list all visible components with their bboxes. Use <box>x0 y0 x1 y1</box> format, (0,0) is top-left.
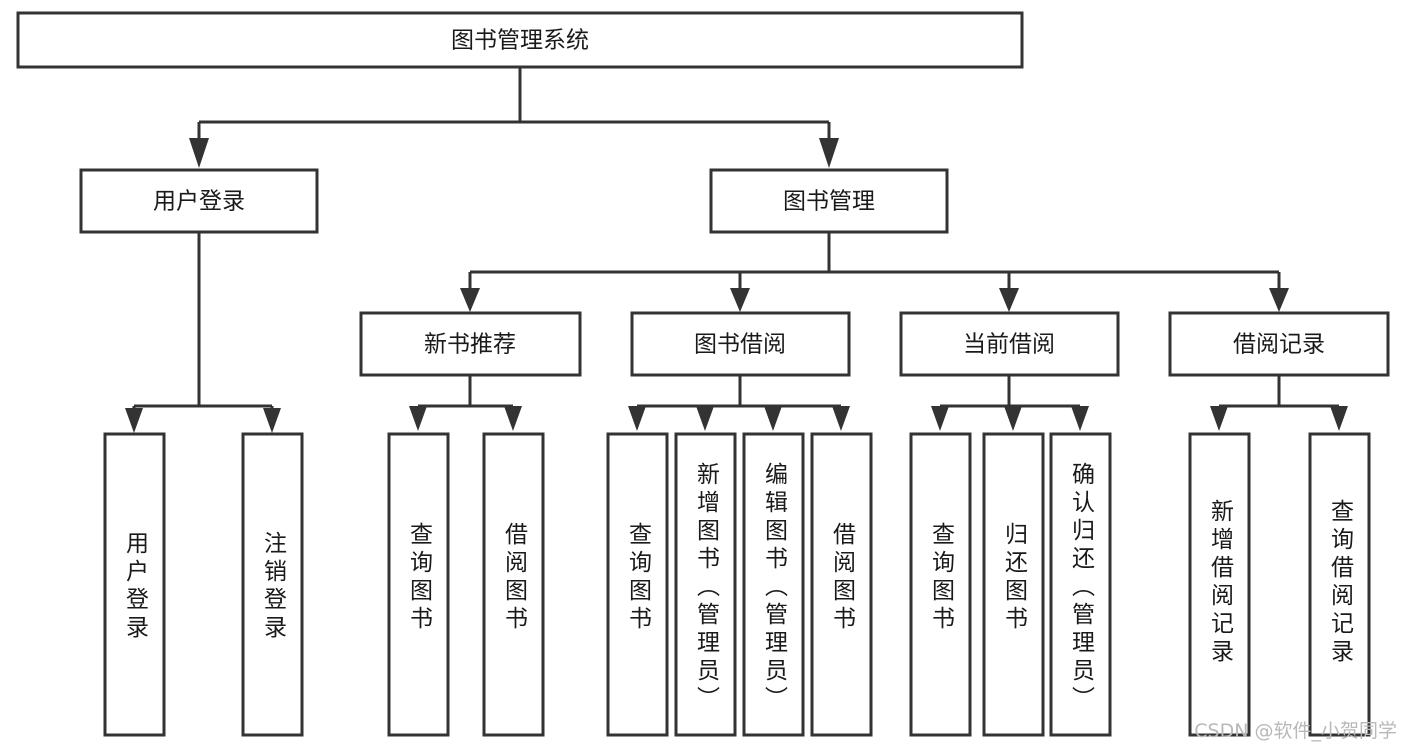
leaf-add-book-admin-label: 新增图书（管理员） <box>693 462 721 714</box>
arrow-head-leaf-add-book-admin <box>696 406 714 431</box>
leaf-confirm-return-admin[interactable]: 确认归还（管理员） <box>1049 432 1112 737</box>
leaf-add-book-admin-box[interactable] <box>674 432 737 737</box>
node-book-borrow[interactable]: 图书借阅 <box>630 311 851 377</box>
arrow-head-leaf-edit-book-admin <box>764 406 782 431</box>
arrow-head-leaf-query-borrow-record <box>1330 406 1348 431</box>
leaf-user-login[interactable]: 用户登录 <box>103 432 166 737</box>
leaf-add-borrow-record-label: 新增借阅记录 <box>1207 499 1235 667</box>
node-book-management-box[interactable] <box>709 168 949 234</box>
node-borrow-record-label: 借阅记录 <box>1233 332 1325 358</box>
leaf-borrow-book-rec-box[interactable] <box>482 432 545 737</box>
connector-group-currentborrow-to-leaves <box>931 375 1089 431</box>
leaf-confirm-return-admin-label: 确认归还（管理员） <box>1068 462 1096 714</box>
leaf-query-borrow-record-label: 查询借阅记录 <box>1327 499 1355 667</box>
connector-group-newbook-to-leaves <box>409 375 522 431</box>
arrow-head-book-management <box>819 138 839 168</box>
arrow-head-leaf-user-login <box>125 408 143 433</box>
arrow-head-leaf-add-borrow-record <box>1210 406 1228 431</box>
leaf-confirm-return-admin-box[interactable] <box>1049 432 1112 737</box>
leaf-user-logout-label: 注销登录 <box>260 531 288 643</box>
connector-group-bookborrow-to-leaves <box>628 375 850 431</box>
connector-group-level2-to-level3 <box>460 232 1289 312</box>
arrow-head-book-borrow <box>730 288 750 312</box>
connector-group-borrowrecord-to-leaves <box>1210 375 1348 431</box>
node-user-login-box[interactable] <box>79 168 319 234</box>
leaf-edit-book-admin-label: 编辑图书（管理员） <box>761 462 789 714</box>
leaf-query-book-rec-box[interactable] <box>387 432 450 737</box>
leaf-edit-book-admin-box[interactable] <box>742 432 805 737</box>
node-new-book-recommend-box[interactable] <box>359 311 582 377</box>
leaf-query-book-current[interactable]: 查询图书 <box>909 432 972 737</box>
node-book-borrow-label: 图书借阅 <box>694 332 786 358</box>
leaf-query-borrow-record[interactable]: 查询借阅记录 <box>1308 432 1371 737</box>
arrow-head-user-login <box>189 138 209 168</box>
leaf-user-logout-box[interactable] <box>241 432 304 737</box>
leaf-query-book-current-label: 查询图书 <box>928 522 956 634</box>
leaf-edit-book-admin[interactable]: 编辑图书（管理员） <box>742 432 805 737</box>
arrow-head-current-borrow <box>999 288 1019 312</box>
node-book-management[interactable]: 图书管理 <box>709 168 949 234</box>
node-book-borrow-box[interactable] <box>630 311 851 377</box>
node-current-borrow-label: 当前借阅 <box>963 332 1055 358</box>
leaf-add-borrow-record-box[interactable] <box>1188 432 1251 737</box>
arrow-head-leaf-query-book-rec <box>409 406 427 431</box>
arrow-head-leaf-return-book <box>1004 406 1022 431</box>
leaf-query-book-rec[interactable]: 查询图书 <box>387 432 450 737</box>
leaf-query-book-current-box[interactable] <box>909 432 972 737</box>
node-current-borrow[interactable]: 当前借阅 <box>899 311 1120 377</box>
node-root[interactable]: 图书管理系统 <box>16 11 1024 69</box>
connector-group-userlogin-to-leaves <box>125 232 281 433</box>
arrow-head-leaf-borrow-book-rec <box>504 406 522 431</box>
node-borrow-record-box[interactable] <box>1168 311 1390 377</box>
node-root-box[interactable] <box>16 11 1024 69</box>
leaf-user-login-box[interactable] <box>103 432 166 737</box>
leaf-query-book-borrow-box[interactable] <box>606 432 669 737</box>
leaf-add-book-admin[interactable]: 新增图书（管理员） <box>674 432 737 737</box>
arrow-head-borrow-record <box>1269 288 1289 312</box>
leaf-query-borrow-record-box[interactable] <box>1308 432 1371 737</box>
leaf-add-borrow-record[interactable]: 新增借阅记录 <box>1188 432 1251 737</box>
leaf-borrow-book-rec-label: 借阅图书 <box>501 522 529 634</box>
leaf-borrow-book-label: 借阅图书 <box>829 522 857 634</box>
connector-group-root-to-level2 <box>189 67 839 168</box>
node-user-login-label: 用户登录 <box>153 189 245 215</box>
leaf-user-logout[interactable]: 注销登录 <box>241 432 304 737</box>
leaf-return-book-label: 归还图书 <box>1001 522 1029 634</box>
leaf-query-book-borrow-label: 查询图书 <box>625 522 653 634</box>
leaf-borrow-book[interactable]: 借阅图书 <box>810 432 873 737</box>
node-root-label: 图书管理系统 <box>451 28 589 54</box>
leaf-borrow-book-rec[interactable]: 借阅图书 <box>482 432 545 737</box>
arrow-head-leaf-confirm-return-admin <box>1071 406 1089 431</box>
leaf-return-book[interactable]: 归还图书 <box>982 432 1045 737</box>
node-current-borrow-box[interactable] <box>899 311 1120 377</box>
arrow-head-leaf-user-logout <box>263 408 281 433</box>
leaf-query-book-borrow[interactable]: 查询图书 <box>606 432 669 737</box>
leaf-borrow-book-box[interactable] <box>810 432 873 737</box>
arrow-head-leaf-query-book-borrow <box>628 406 646 431</box>
node-new-book-recommend[interactable]: 新书推荐 <box>359 311 582 377</box>
leaf-user-login-label: 用户登录 <box>122 531 150 643</box>
arrow-head-leaf-query-book-current <box>931 406 949 431</box>
node-borrow-record[interactable]: 借阅记录 <box>1168 311 1390 377</box>
node-new-book-recommend-label: 新书推荐 <box>424 332 516 358</box>
arrow-head-new-book-recommend <box>460 288 480 312</box>
leaf-query-book-rec-label: 查询图书 <box>406 522 434 634</box>
arrow-head-leaf-borrow-book <box>832 406 850 431</box>
leaf-return-book-box[interactable] <box>982 432 1045 737</box>
node-book-management-label: 图书管理 <box>783 189 875 215</box>
node-user-login[interactable]: 用户登录 <box>79 168 319 234</box>
